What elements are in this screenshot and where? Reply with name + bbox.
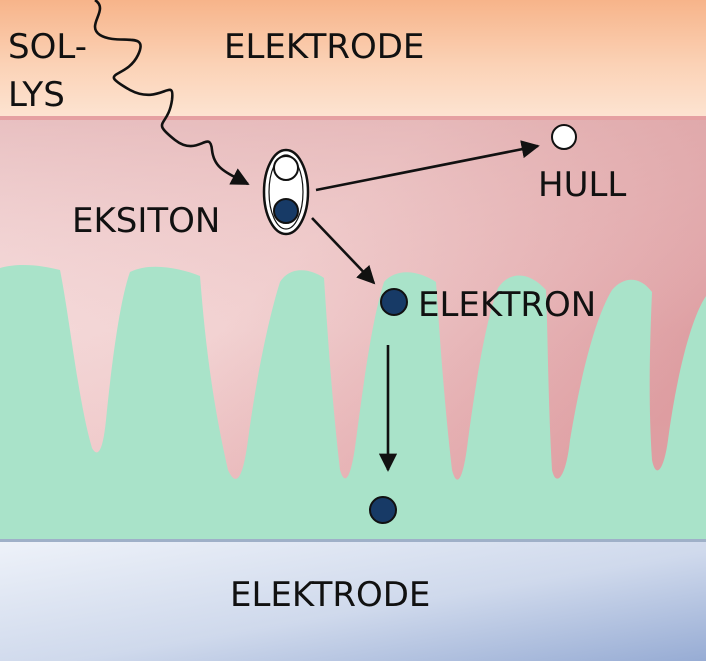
exciton-label: EKSITON xyxy=(72,201,220,241)
top-electrode-edge xyxy=(0,116,706,120)
collected-electron-dot xyxy=(369,496,397,524)
hole-dot xyxy=(551,124,577,150)
arrow-to-electron xyxy=(311,217,376,285)
exciton-hole xyxy=(273,155,299,181)
bottom-electrode-edge xyxy=(0,539,706,542)
sunlight-label-line1: SOL- xyxy=(8,27,87,67)
top-electrode-label: ELEKTRODE xyxy=(224,27,424,67)
acceptor-layer xyxy=(0,264,706,540)
exciton-electron xyxy=(273,198,299,224)
arrow-to-hole xyxy=(315,140,540,192)
top-electrode-layer xyxy=(0,0,706,118)
sunlight-label-line2: LYS xyxy=(8,75,65,115)
bottom-electrode-label: ELEKTRODE xyxy=(230,575,430,615)
electron-dot xyxy=(380,288,408,316)
hole-label: HULL xyxy=(538,165,626,205)
sunlight-ray xyxy=(93,0,250,186)
electron-label: ELEKTRON xyxy=(418,285,596,325)
bottom-electrode-layer xyxy=(0,540,706,661)
